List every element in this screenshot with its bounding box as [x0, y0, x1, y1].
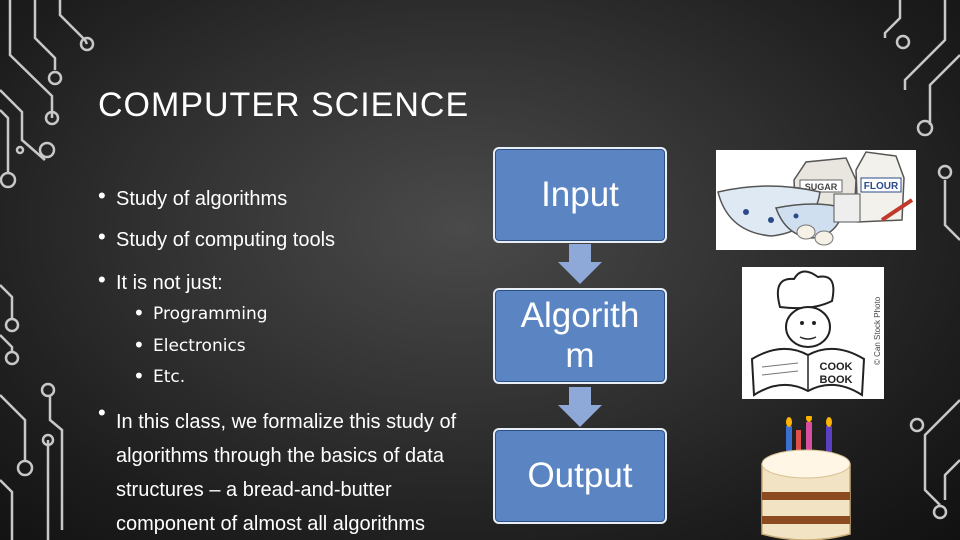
input-box: Input: [493, 147, 667, 243]
paragraph-bullet: In this class, we formalize this study o…: [116, 405, 536, 540]
down-arrow-icon: [558, 387, 602, 427]
bullet-text: Study of computing tools: [116, 229, 336, 251]
baking-ingredients-image: SUGAR FLOUR: [716, 150, 916, 250]
sub-bullet-text: Programming: [153, 304, 268, 324]
bullet-dot: •: [98, 400, 106, 425]
bullet-dot: •: [133, 333, 145, 357]
down-arrow-icon: [558, 244, 602, 284]
output-box: Output: [493, 428, 667, 524]
input-label: Input: [541, 175, 619, 214]
bullet-text: It is not just:: [116, 272, 223, 294]
bullet-dot: •: [98, 183, 106, 208]
bullet-text: Study of algorithms: [116, 188, 288, 210]
paragraph-line: In this class, we formalize this study o…: [116, 411, 457, 433]
output-label: Output: [527, 456, 633, 495]
sub-bullet-text: Electronics: [153, 336, 246, 356]
bullet-dot: •: [98, 267, 106, 292]
paragraph-line: algorithms through the basics of data: [116, 445, 444, 467]
bullet-dot: •: [133, 301, 145, 325]
image-credit: © Can Stock Photo: [873, 296, 882, 365]
chef-reading-cookbook-image: COOK BOOK © Can Stock Photo: [742, 267, 884, 399]
cookbook-title-line2: BOOK: [820, 374, 853, 386]
slide-title: COMPUTER SCIENCE: [98, 86, 470, 124]
sugar-label: SUGAR: [805, 182, 838, 192]
bullet-dot: •: [98, 224, 106, 249]
flour-label: FLOUR: [864, 181, 899, 192]
algorithm-label-line2: m: [565, 336, 595, 375]
sub-bullet-text: Etc.: [153, 367, 186, 387]
bullet-dot: •: [133, 364, 145, 388]
cookbook-title-line1: COOK: [820, 361, 853, 373]
paragraph-line: structures – a bread-and-butter: [116, 479, 392, 501]
algorithm-box: Algorith m: [493, 288, 667, 384]
algorithm-label-line1: Algorith: [520, 296, 640, 335]
birthday-cake-image: [761, 416, 851, 540]
paragraph-line: component of almost all algorithms: [116, 513, 426, 535]
